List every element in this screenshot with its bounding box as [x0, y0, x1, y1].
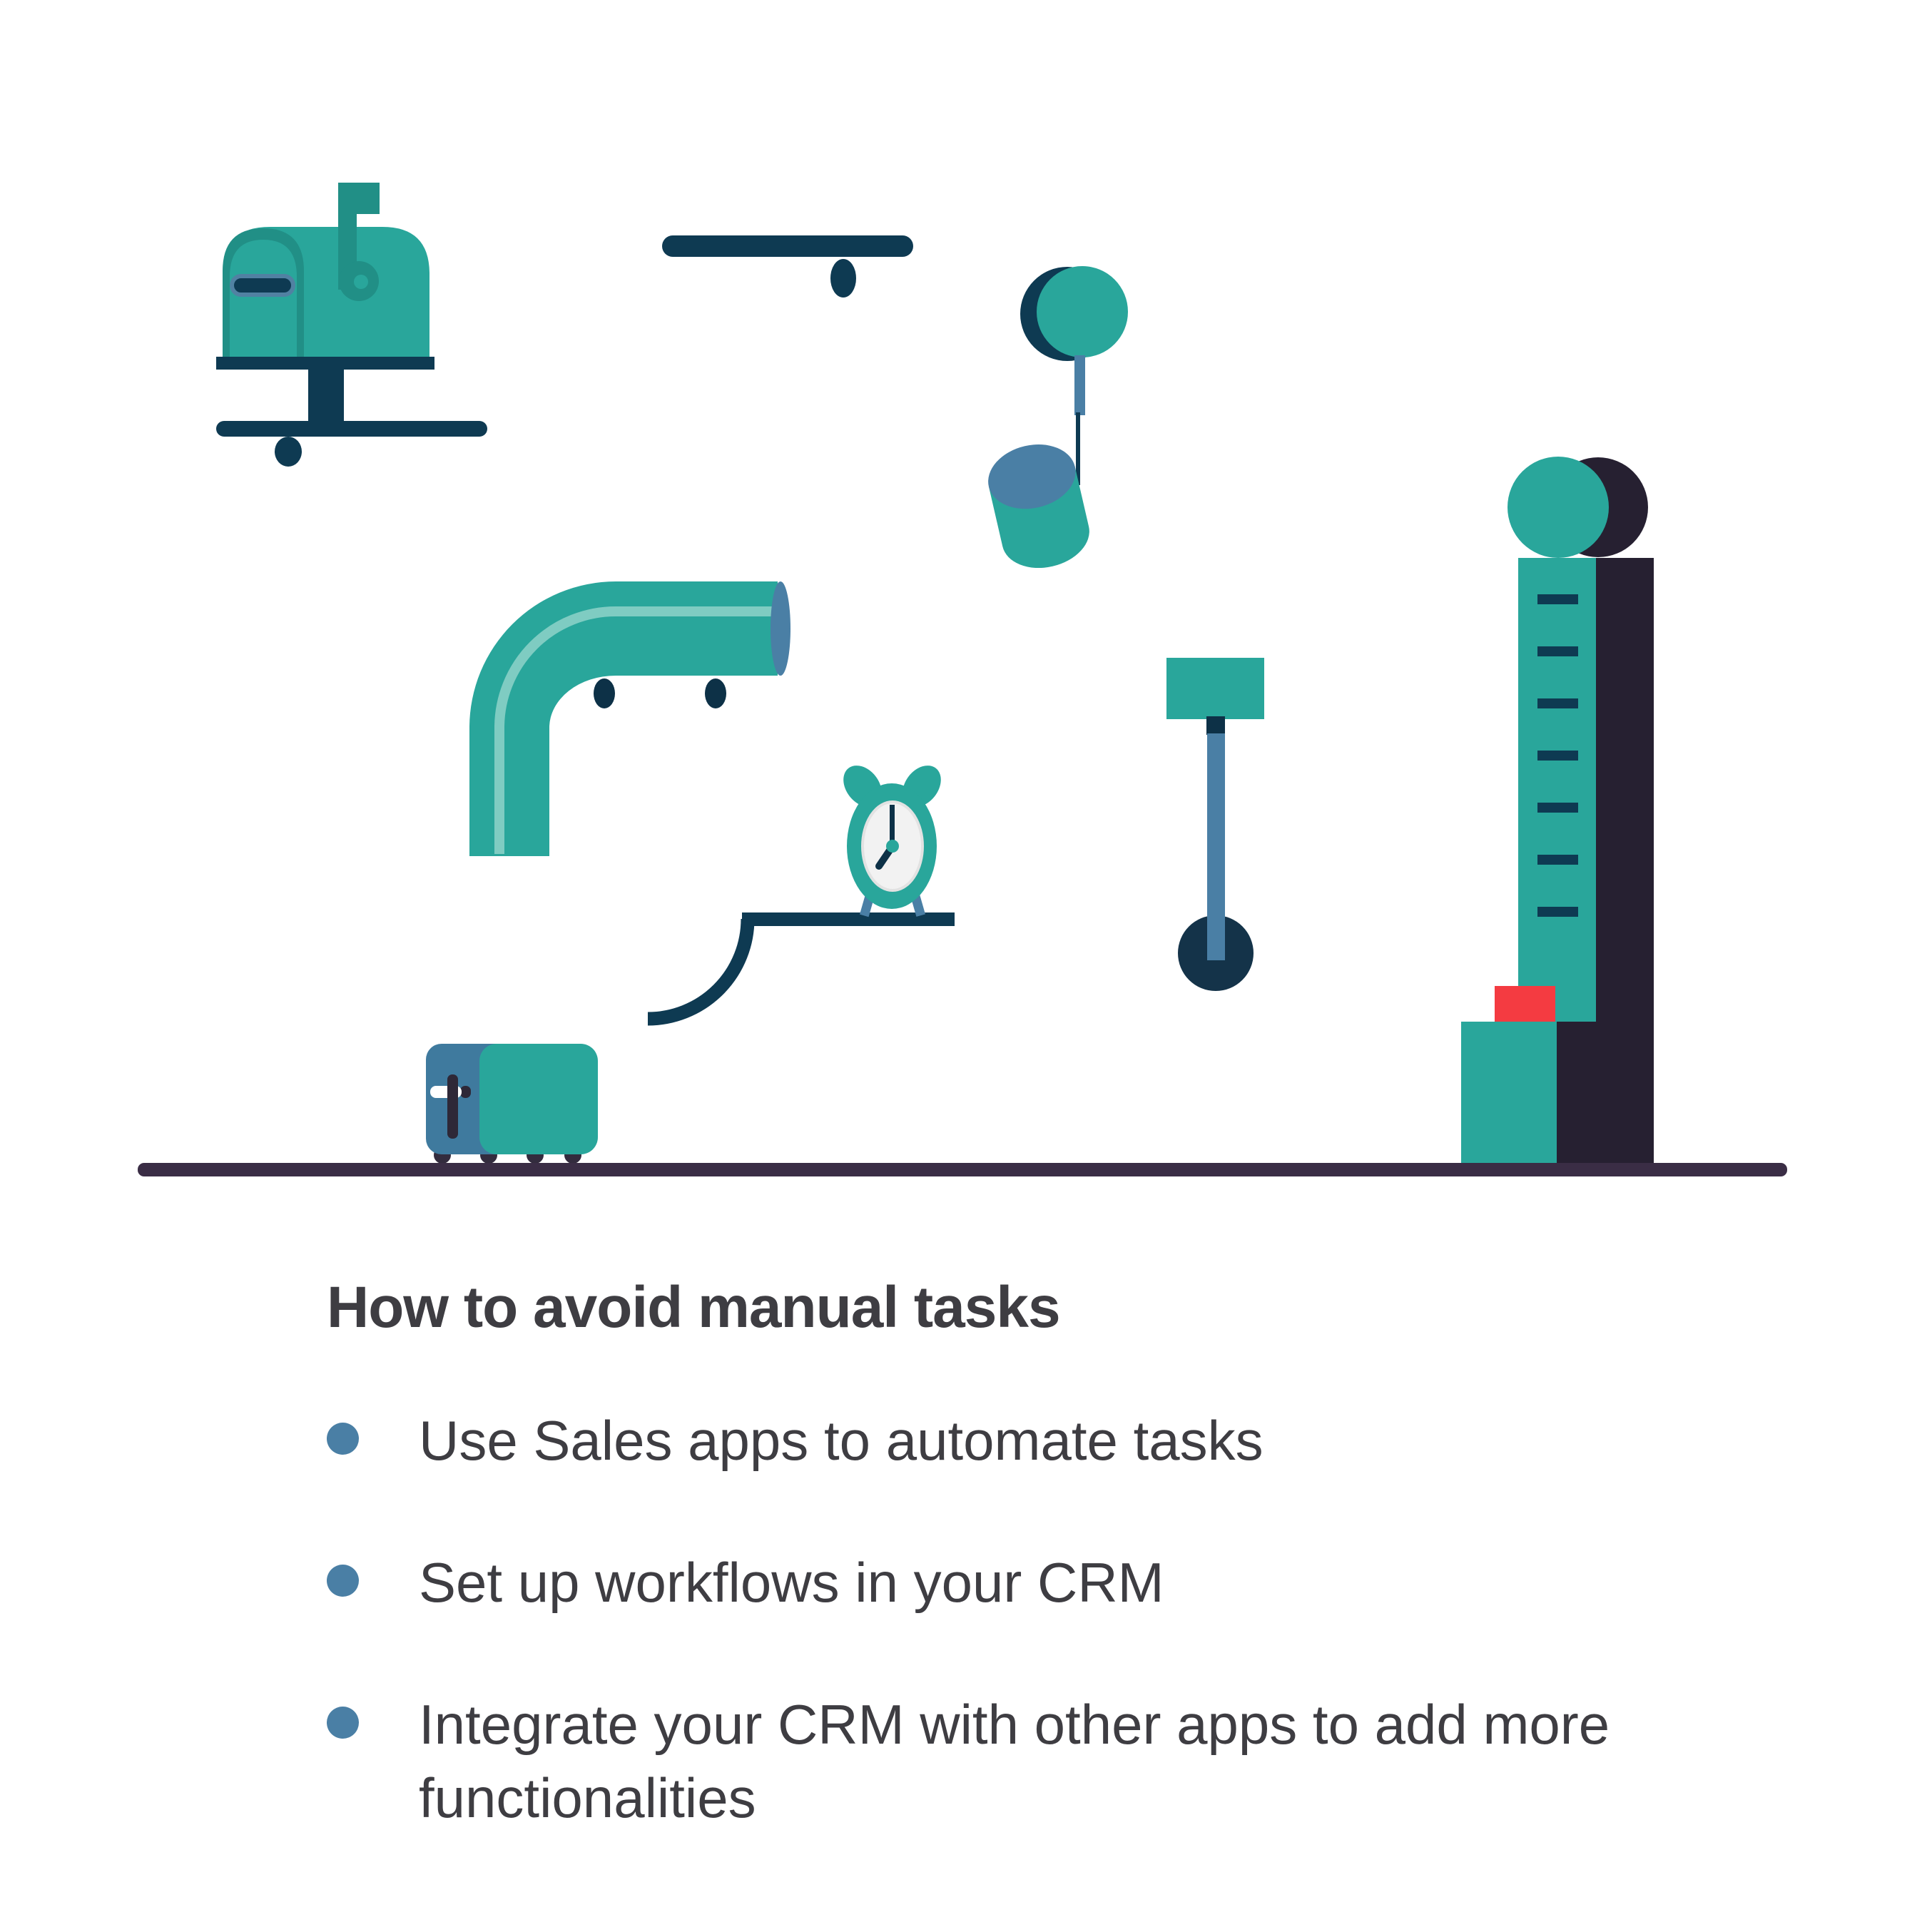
lever-icon	[662, 235, 913, 298]
ground-line	[138, 1163, 1787, 1176]
caption-block: How to avoid manual tasks Use Sales apps…	[327, 1274, 1754, 1903]
high-striker-icon	[1461, 457, 1654, 1174]
page-title: How to avoid manual tasks	[327, 1275, 1061, 1340]
seesaw-icon	[216, 357, 487, 467]
bullet-text: Set up workflows in your CRM	[419, 1551, 1164, 1614]
bullet-text: Use Sales apps to automate tasks	[419, 1409, 1264, 1472]
ledge-slide	[647, 912, 955, 1026]
alarm-clock-icon	[843, 766, 941, 917]
list-item: Use Sales apps to automate tasks	[327, 1404, 1754, 1478]
bullet-dot-icon	[327, 1707, 359, 1739]
mallet-pendulum-icon	[1166, 658, 1264, 991]
pulley-icon	[1020, 266, 1128, 485]
toaster-icon	[426, 1044, 598, 1164]
bullet-list: Use Sales apps to automate tasks Set up …	[327, 1404, 1754, 1835]
bullet-dot-icon	[327, 1565, 359, 1597]
bullet-dot-icon	[327, 1423, 359, 1455]
mailbox-icon	[223, 183, 429, 357]
pipe-icon	[469, 581, 790, 856]
list-item: Integrate your CRM with other apps to ad…	[327, 1688, 1754, 1835]
list-item: Set up workflows in your CRM	[327, 1546, 1754, 1620]
bucket-icon	[988, 444, 1089, 569]
bullet-text: Integrate your CRM with other apps to ad…	[419, 1693, 1610, 1829]
